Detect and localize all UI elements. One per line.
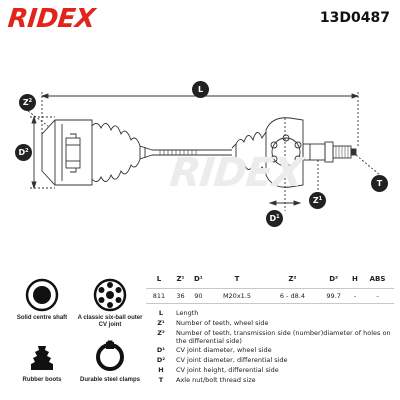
spec-value-d1: 90 [189,288,208,304]
feature-label-solid-shaft: Solid centre shaft [16,315,68,321]
spec-table: L Z¹ D¹ T Z² D² H ABS 811 36 90 M20x1.5 … [146,270,394,304]
spec-header-z2: Z² [266,270,319,289]
z2-label: Z2 [19,94,36,111]
legend-key: D² [156,356,166,364]
legend-text: Length [176,309,199,317]
axle-collar [324,141,334,163]
t-label: T [371,175,388,192]
legend-row: H CV joint height, differential side [146,365,394,375]
length-arrow-left [40,93,49,99]
spec-value-abs: - [360,288,394,304]
legend-text: Number of teeth, wheel side [176,319,269,327]
outer-rubber-boot [231,131,267,174]
feature-grid: Solid centre shaft A classic six-ball ou… [6,270,146,398]
legend-row: Z² Number of teeth, transmission side (n… [146,328,394,345]
watermark: RIDEX [167,150,305,196]
inner-joint-housing [41,119,93,186]
spec-value-z1: 36 [171,288,190,304]
inner-rubber-boot [91,123,153,182]
legend-key: D¹ [156,346,166,354]
legend-row: D² CV joint diameter, differential side [146,355,394,365]
spec-header-d2: D² [318,270,349,289]
legend-key: Z¹ [157,319,165,327]
spec-header-l: L [146,270,172,289]
d1-label: D1 [266,210,283,227]
length-arrow-right [351,93,360,99]
feature-rubber-boot: Rubber boots [8,340,76,384]
legend-text: CV joint diameter, wheel side [176,346,272,354]
spec-value-z2: 6 - d8.4 [266,288,319,304]
legend-key: L [158,309,164,317]
brand-logo: RIDEX [6,4,97,34]
feature-ball-joint: A classic six-ball outer CV joint [76,278,144,329]
feature-label-ball-joint: A classic six-ball outer CV joint [77,315,143,328]
legend-text: CV joint height, differential side [176,366,279,374]
spec-header-abs: ABS [360,270,394,289]
feature-steel-clamp: Durable steel clamps [76,340,144,384]
drive-shaft-illustration [27,92,381,211]
spec-table-header-row: L Z¹ D¹ T Z² D² H ABS [146,270,394,289]
spec-header-d1: D¹ [189,270,208,289]
outer-cv-joint [265,117,304,188]
specifications-section: Solid centre shaft A classic six-ball ou… [6,270,394,398]
part-number: 13D0487 [319,10,390,26]
legend-key: H [158,366,164,374]
spec-header-t: T [207,270,267,289]
ball-joint-icon [93,278,127,312]
legend-text: CV joint diameter, differential side [176,356,288,364]
length-label: L [192,81,209,98]
spec-value-d2: 99.7 [318,288,349,304]
z1-label: Z1 [309,192,326,209]
legend-row: D¹ CV joint diameter, wheel side [146,345,394,355]
feature-label-steel-clamp: Durable steel clamps [79,377,141,383]
d2-label: D2 [15,144,32,161]
feature-solid-shaft: Solid centre shaft [8,278,76,322]
legend-key: Z² [157,329,165,337]
spec-value-h: - [348,288,361,304]
legend: L Length Z¹ Number of teeth, wheel side … [146,308,394,385]
spec-header-h: H [348,270,361,289]
solid-shaft-icon [25,278,59,312]
inner-joint-flange-bolt [65,137,81,169]
shaft-splines [159,150,197,155]
spec-header-z1: Z¹ [171,270,190,289]
drive-shaft-drawing: RIDEX [0,38,400,270]
outer-joint-ball-cage [271,137,301,167]
legend-text: Number of teeth, transmission side (numb… [176,329,391,345]
header: RIDEX 13D0487 [0,0,400,36]
rubber-boot-icon [31,346,53,370]
legend-row: T Axle nut/bolt thread size [146,375,394,385]
legend-text: Axle nut/bolt thread size [176,376,256,384]
legend-key: T [158,376,164,384]
spec-value-t: M20x1.5 [207,288,267,304]
spec-table-value-row: 811 36 90 M20x1.5 6 - d8.4 99.7 - - [146,288,394,304]
legend-row: L Length [146,308,394,318]
spec-value-l: 811 [146,288,172,304]
legend-row: Z¹ Number of teeth, wheel side [146,318,394,328]
steel-clamp-icon [96,340,124,371]
feature-label-rubber-boot: Rubber boots [22,377,62,383]
